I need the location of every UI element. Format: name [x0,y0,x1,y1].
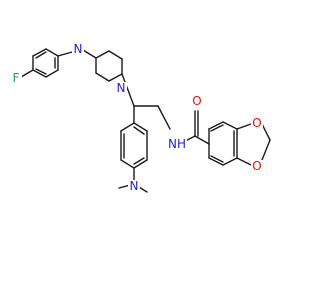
carbonyl-oxygen-atom: O [191,94,203,108]
dioxole-oxygen-bottom-atom: O [251,159,263,173]
piperazine-n-top-atom: N [72,42,84,56]
piperazine-n-bottom-label: N [117,81,126,95]
carbonyl-oxygen-label: O [192,94,201,108]
benzodioxole-ring [208,121,271,166]
piperazine-ring [82,49,123,82]
dimethylamine-n-atom: N [128,179,140,193]
molecular-structure: F N N NH O O O N [10,42,271,193]
dioxole-oxygen-top-atom: O [251,116,263,130]
amide-nh-atom: NH [167,137,187,151]
ethyl-linker [121,73,171,130]
amide-nh-label: NH [168,137,186,151]
dioxole-oxygen-top-label: O [252,116,261,130]
fluorophenyl-ring [20,48,73,78]
atom-labels: F N N NH O O O N [10,42,263,193]
dioxole-oxygen-bottom-label: O [252,159,261,173]
dimethylamine-n-label: N [130,179,139,193]
dimethylaminophenyl-ring [118,122,148,193]
piperazine-n-top-label: N [74,42,83,56]
fluorine-atom: F [10,71,22,85]
fluorine-label: F [13,71,20,85]
piperazine-n-bottom-atom: N [115,81,127,95]
